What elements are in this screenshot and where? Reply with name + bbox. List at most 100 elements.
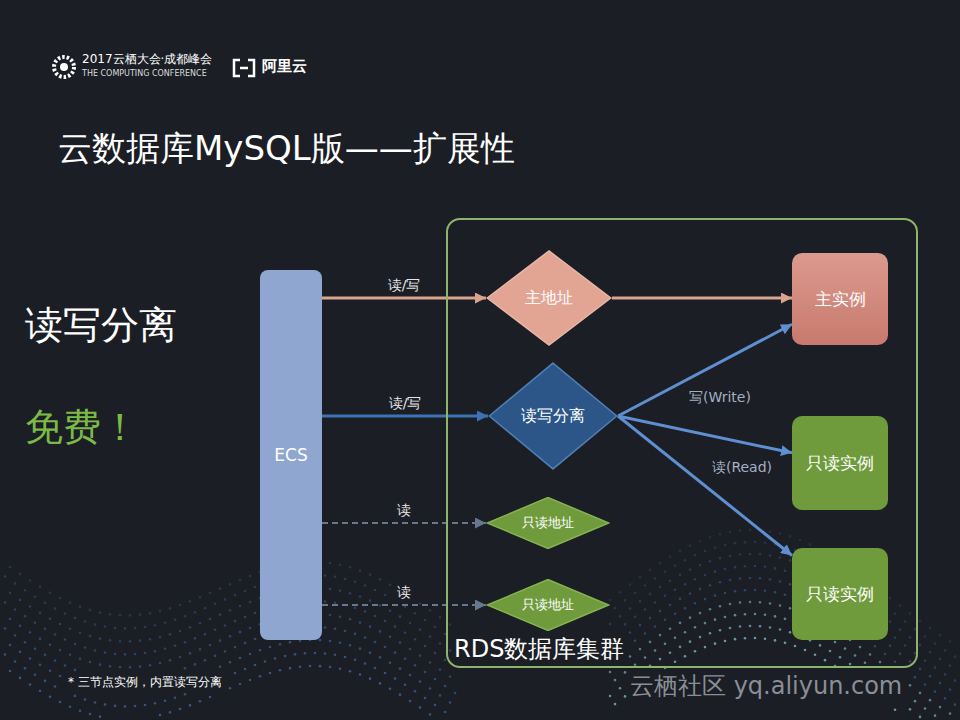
texture-dot	[944, 649, 947, 652]
texture-dot	[179, 604, 182, 607]
texture-dot	[34, 621, 37, 624]
texture-dot	[359, 647, 362, 650]
texture-dot	[629, 655, 632, 658]
texture-dot	[439, 642, 442, 645]
texture-dot	[649, 569, 652, 572]
texture-dot	[254, 664, 257, 667]
texture-dot	[414, 612, 417, 615]
texture-dot	[714, 594, 717, 597]
texture-dot	[369, 651, 372, 654]
connector-arrow	[322, 415, 488, 418]
texture-dot	[349, 592, 352, 595]
texture-dot	[929, 627, 932, 630]
texture-dot	[154, 624, 157, 627]
texture-dot	[949, 664, 952, 667]
texture-dot	[334, 602, 337, 605]
texture-dot	[734, 614, 737, 617]
texture-dot	[354, 633, 357, 636]
texture-dot	[709, 632, 712, 635]
texture-dot	[24, 615, 27, 618]
node-label: 读写分离	[521, 406, 585, 425]
texture-dot	[354, 581, 357, 584]
texture-dot	[424, 619, 427, 622]
texture-dot	[654, 577, 657, 580]
texture-dot	[74, 669, 77, 672]
texture-dot	[364, 636, 367, 639]
texture-dot	[19, 625, 22, 628]
texture-dot	[684, 655, 687, 658]
texture-dot	[134, 653, 137, 656]
texture-dot	[789, 607, 792, 610]
texture-dot	[9, 566, 12, 569]
texture-dot	[774, 567, 777, 570]
texture-dot	[714, 570, 717, 573]
texture-dot	[719, 533, 722, 536]
server-box: ECS	[260, 270, 322, 640]
texture-dot	[84, 620, 87, 623]
texture-dot	[344, 656, 347, 659]
texture-dot	[729, 627, 732, 630]
texture-dot	[934, 690, 937, 693]
diamond-outline	[487, 251, 610, 345]
texture-dot	[399, 615, 402, 618]
texture-dot	[229, 687, 232, 690]
texture-dot	[739, 577, 742, 580]
address-diamond: 只读地址	[486, 497, 610, 549]
texture-dot	[34, 673, 37, 676]
texture-dot	[414, 690, 417, 693]
texture-dot	[149, 664, 152, 667]
texture-dot	[384, 620, 387, 623]
texture-dot	[194, 663, 197, 666]
texture-dot	[449, 675, 452, 678]
texture-dot	[179, 656, 182, 659]
texture-dot	[59, 623, 62, 626]
texture-dot	[694, 602, 697, 605]
texture-dot	[394, 625, 397, 628]
texture-dot	[29, 631, 32, 634]
texture-dot	[709, 608, 712, 611]
texture-dot	[854, 654, 857, 657]
node-label: 只读地址	[522, 597, 574, 613]
texture-dot	[624, 623, 627, 626]
texture-dot	[664, 643, 667, 646]
connector-arrow	[322, 522, 486, 524]
texture-dot	[454, 692, 457, 695]
texture-dot	[229, 635, 232, 638]
texture-dot	[749, 601, 752, 604]
texture-dot	[699, 540, 702, 543]
texture-dot	[909, 612, 912, 615]
texture-dot	[249, 627, 252, 630]
texture-dot	[119, 666, 122, 669]
texture-dot	[714, 546, 717, 549]
texture-dot	[59, 701, 62, 704]
texture-dot	[949, 640, 952, 643]
texture-dot	[329, 562, 332, 565]
node-label: ECS	[274, 445, 307, 465]
texture-dot	[199, 596, 202, 599]
texture-dot	[679, 622, 682, 625]
texture-dot	[769, 578, 772, 581]
texture-dot	[139, 639, 142, 642]
texture-dot	[49, 591, 52, 594]
texture-dot	[674, 660, 677, 663]
texture-dot	[374, 667, 377, 670]
texture-dot	[434, 626, 437, 629]
texture-dot	[114, 705, 117, 708]
edge-label: 读	[394, 584, 414, 601]
texture-dot	[244, 616, 247, 619]
texture-dot	[429, 609, 432, 612]
watermark: 云栖社区 yq.aliyun.com	[630, 672, 902, 701]
slide-title: 云数据库MySQL版——扩展性	[58, 128, 515, 169]
node-label: 只读实例	[806, 453, 874, 473]
texture-dot	[374, 589, 377, 592]
texture-dot	[879, 661, 882, 664]
texture-dot	[949, 688, 952, 691]
texture-dot	[894, 708, 897, 711]
connector-arrow	[322, 604, 486, 606]
texture-dot	[424, 671, 427, 674]
texture-dot	[614, 703, 617, 706]
texture-dot	[334, 654, 337, 657]
texture-dot	[719, 581, 722, 584]
texture-dot	[109, 665, 112, 668]
texture-dot	[349, 566, 352, 569]
